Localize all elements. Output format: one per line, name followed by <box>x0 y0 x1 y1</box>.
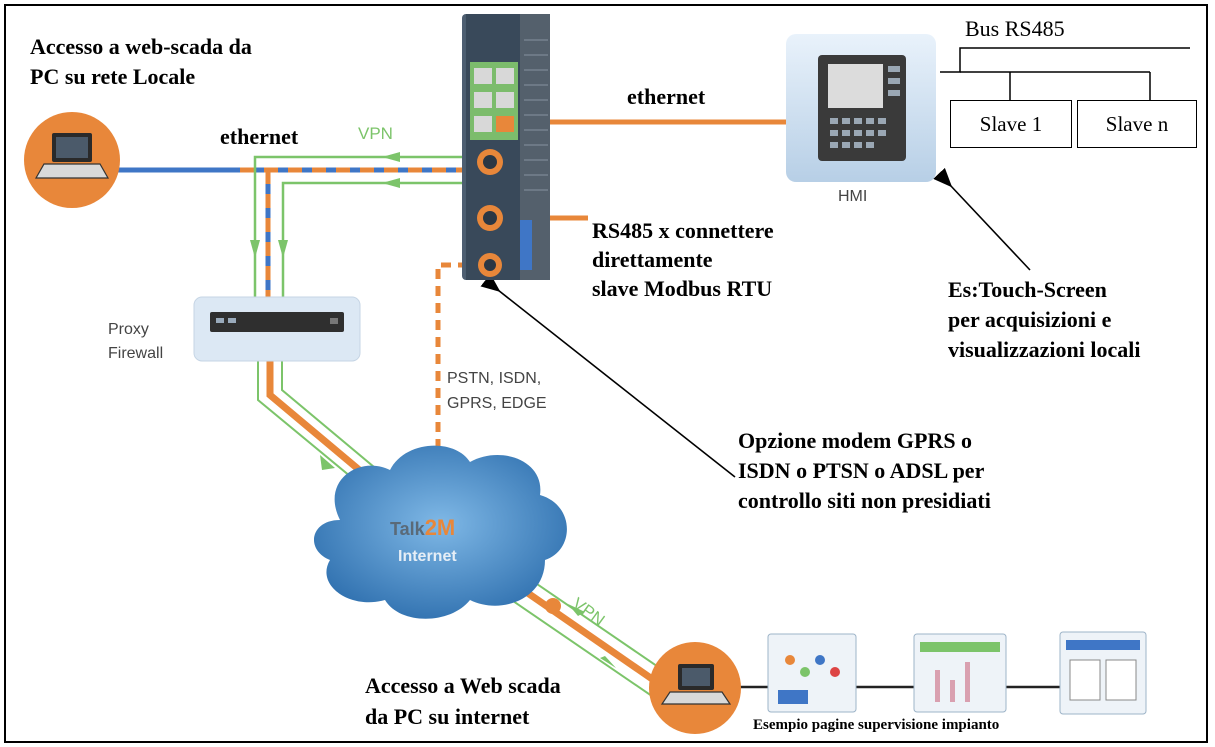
internet-cloud-label: Internet <box>398 548 457 565</box>
proxy-firewall <box>193 296 361 362</box>
vpn-line-local <box>253 155 465 300</box>
diagram-border <box>4 4 1208 743</box>
internet-link-proxy <box>266 360 398 503</box>
bus-rs485-label: Bus RS485 <box>965 16 1065 41</box>
hmi-label: HMI <box>838 188 868 205</box>
bus-rs485-line <box>940 47 1190 73</box>
internet-cloud <box>313 445 567 619</box>
modem-option-note: Opzione modem GPRS o ISDN o PTSN o ADSL … <box>738 428 991 513</box>
pstn-label: PSTN, ISDN, GPRS, EDGE <box>447 370 547 412</box>
pstn-link <box>435 262 485 460</box>
talk2m-brand: Talk2M <box>390 515 455 541</box>
page-thumbnail-3 <box>1059 631 1147 715</box>
internet-access-label: Accesso a Web scada da PC su internet <box>365 673 561 729</box>
laptop-local <box>24 112 120 208</box>
local-access-label: Accesso a web-scada da PC su rete Locale <box>30 34 252 89</box>
talk2m-brand-text: Talk <box>390 519 425 539</box>
page-thumbnail-1 <box>767 633 857 713</box>
hmi-panel <box>786 34 936 182</box>
talk2m-brand-number: 2M <box>424 515 456 540</box>
rs485-note: RS485 x connettere direttamente slave Mo… <box>592 218 774 301</box>
proxy-firewall-label: Proxy Firewall <box>108 321 164 362</box>
gateway-device <box>462 14 550 280</box>
ethernet-label-left: ethernet <box>220 124 299 149</box>
modem-callout-arrow <box>480 273 736 478</box>
touch-callout-arrow <box>933 167 1031 271</box>
supervision-pages <box>767 631 1147 715</box>
touch-screen-note: Es:Touch-Screen per acquisizioni e visua… <box>948 277 1141 362</box>
vpn-label-top: VPN <box>358 124 393 143</box>
ethernet-label-right: ethernet <box>627 84 706 109</box>
slave-1-box: Slave 1 <box>950 100 1072 148</box>
pages-caption: Esempio pagine supervisione impianto <box>753 717 1000 733</box>
page-thumbnail-2 <box>913 633 1007 713</box>
laptop-remote <box>649 642 741 734</box>
slave-n-box: Slave n <box>1077 100 1197 148</box>
